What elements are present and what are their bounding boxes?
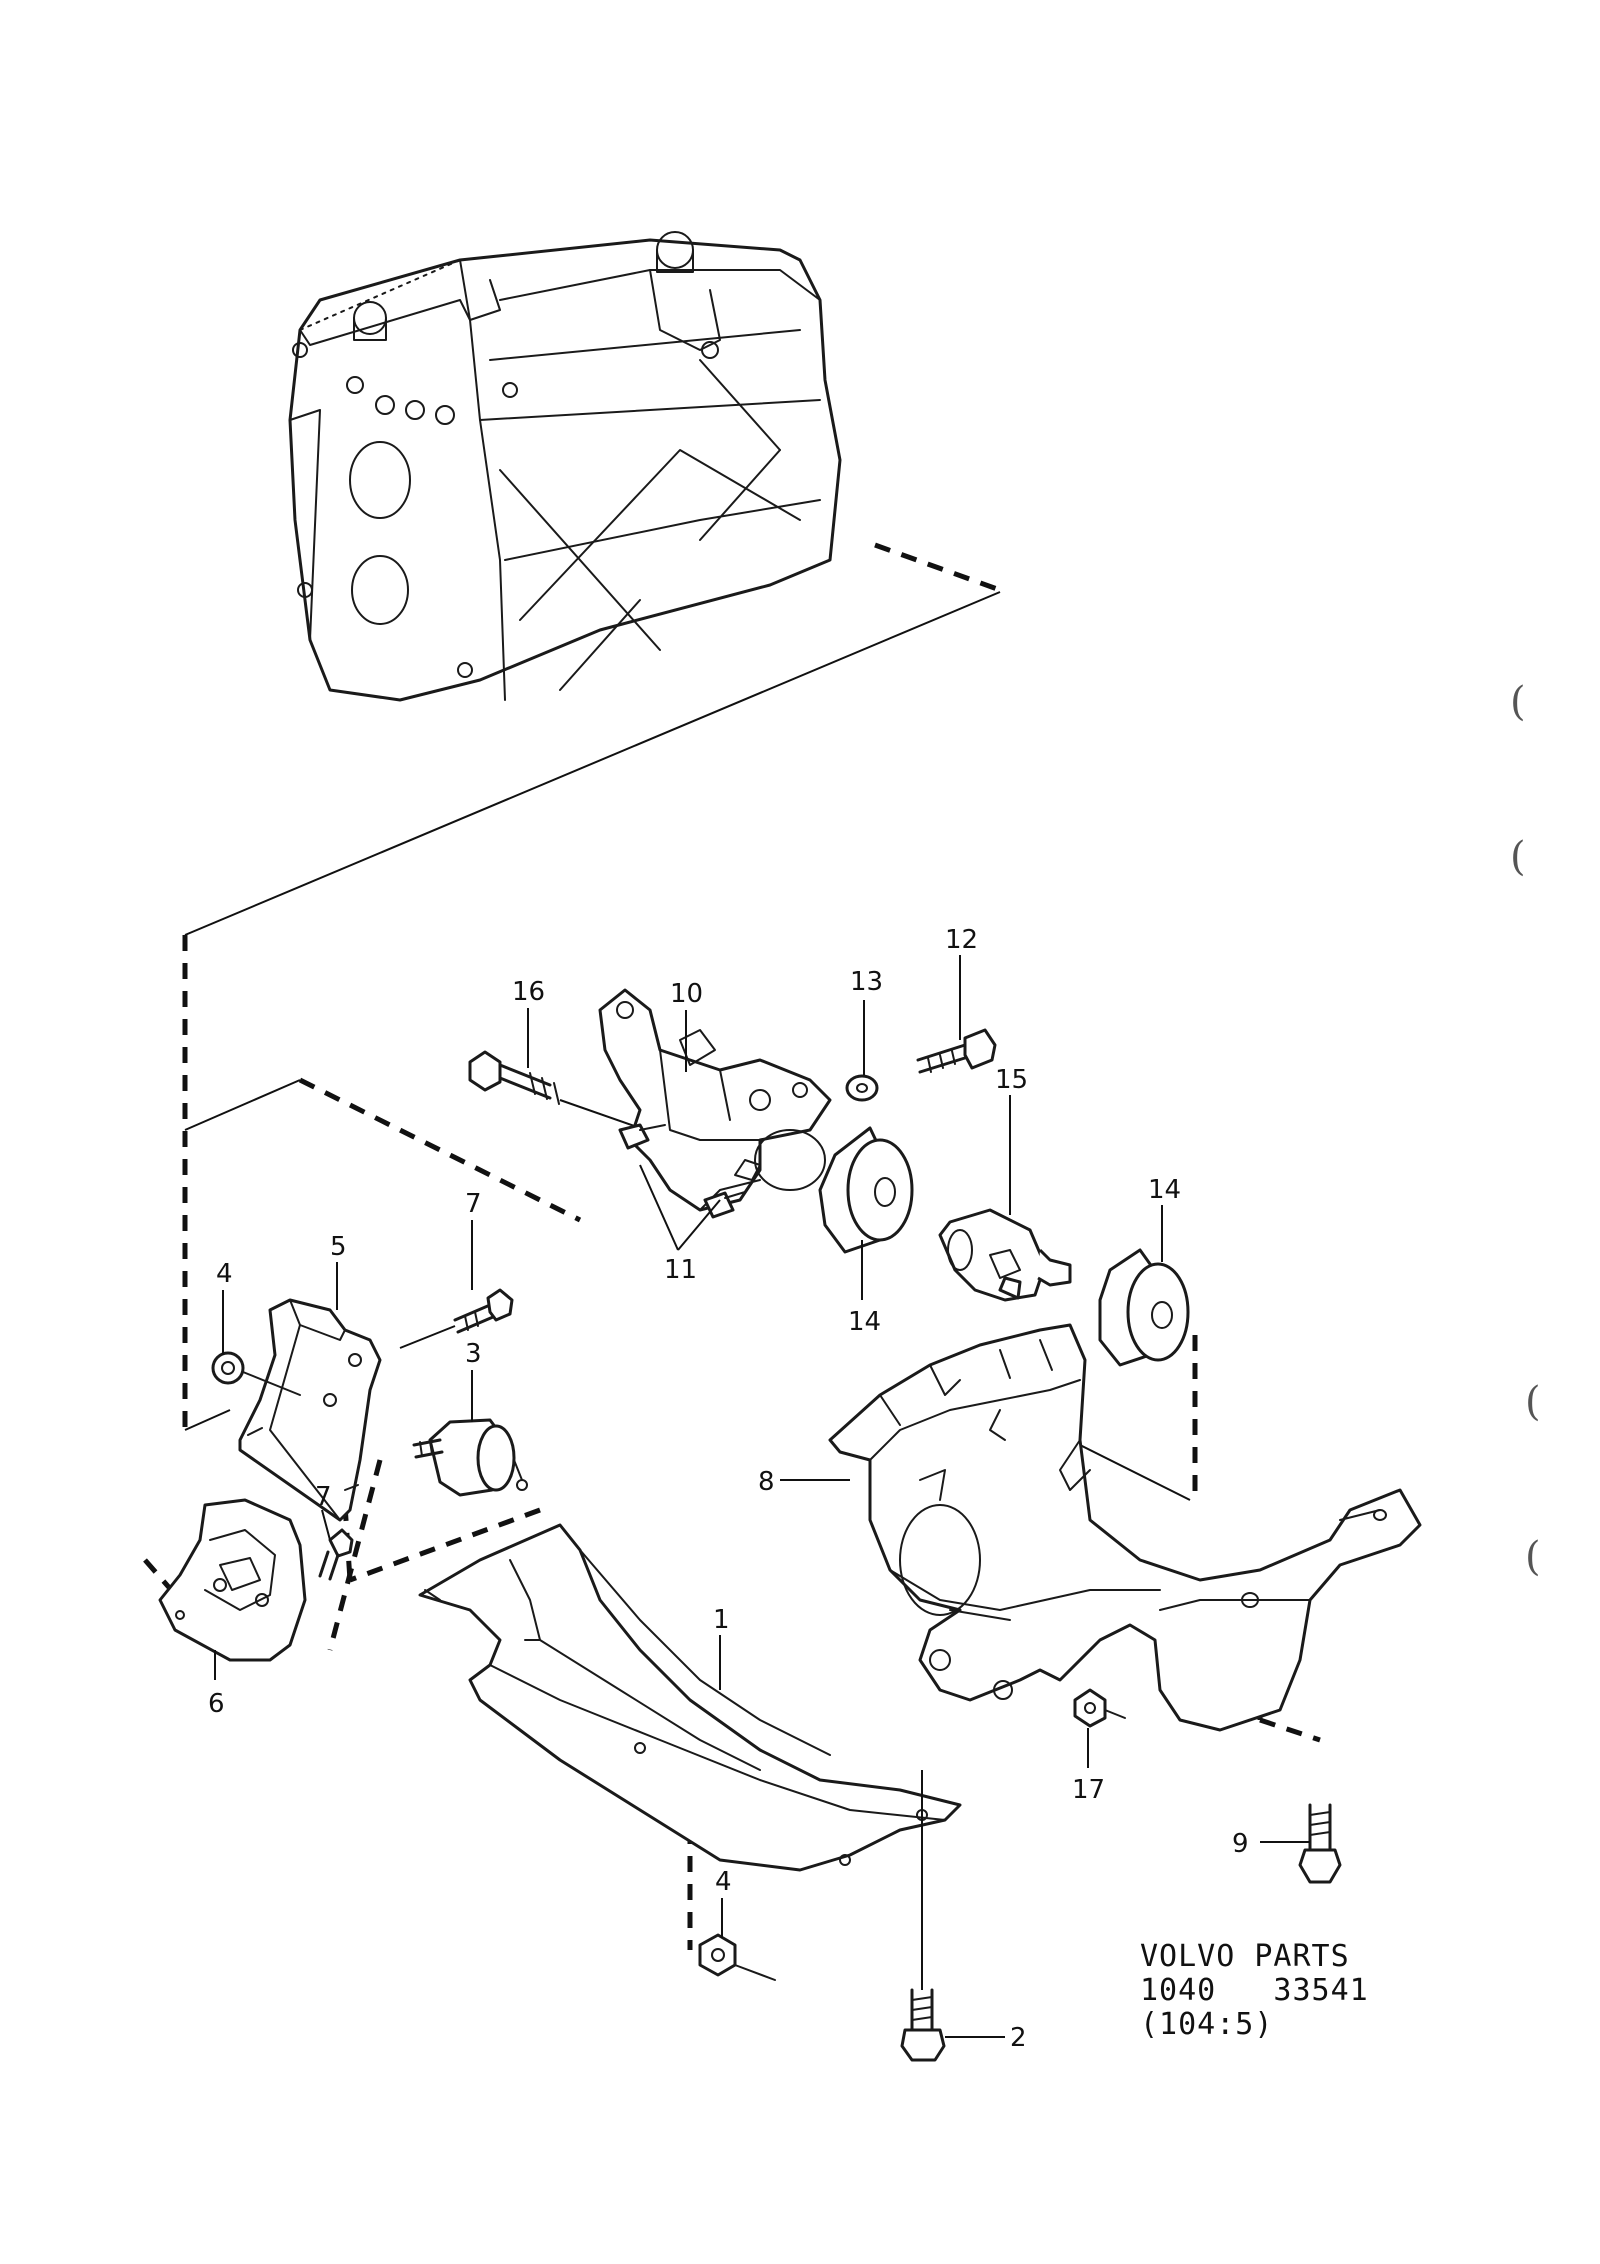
part-3-mount bbox=[412, 1418, 528, 1497]
part-9-bolt bbox=[1298, 1803, 1342, 1884]
stamp-line-1: VOLVO PARTS bbox=[1140, 1939, 1350, 1974]
callout-4-bottom: 4 bbox=[715, 1867, 732, 1897]
part-5-plate bbox=[238, 1298, 382, 1522]
callout-12: 12 bbox=[945, 925, 978, 955]
callout-16: 16 bbox=[512, 977, 545, 1007]
part-7-bolt-upper bbox=[399, 1288, 514, 1349]
callout-7-lower: 7 bbox=[315, 1482, 332, 1512]
callout-15: 15 bbox=[995, 1065, 1028, 1095]
part-10-bracket bbox=[598, 988, 832, 1212]
callout-1: 1 bbox=[713, 1605, 730, 1635]
part-2-bolt bbox=[900, 1770, 946, 2062]
callout-11: 11 bbox=[664, 1255, 697, 1285]
margin-mark: ( bbox=[1525, 1379, 1541, 1425]
callout-labels: 16 10 13 12 15 14 14 11 7 5 4 3 8 7 1 6 … bbox=[208, 925, 1249, 2053]
margin-mark: ( bbox=[1510, 679, 1526, 725]
callout-leaders bbox=[214, 955, 1310, 2038]
margin-marks: ( ( ( ( bbox=[1510, 679, 1541, 1580]
callout-9: 9 bbox=[1232, 1829, 1249, 1859]
callout-2: 2 bbox=[1010, 2023, 1027, 2053]
callout-17: 17 bbox=[1072, 1775, 1105, 1805]
callout-10: 10 bbox=[670, 979, 703, 1009]
callout-8: 8 bbox=[758, 1467, 775, 1497]
part-6-bracket bbox=[158, 1498, 307, 1662]
callout-6: 6 bbox=[208, 1689, 225, 1719]
callout-4-left: 4 bbox=[216, 1259, 233, 1289]
margin-mark: ( bbox=[1510, 834, 1526, 880]
part-14-bushing-left bbox=[818, 1126, 914, 1254]
gearbox-housing bbox=[288, 231, 842, 702]
part-15-center-bushing bbox=[938, 1208, 1072, 1302]
callout-14-left: 14 bbox=[848, 1307, 881, 1337]
part-12-bolt bbox=[916, 1028, 997, 1074]
part-4-nut-bottom bbox=[698, 1933, 776, 1981]
stamp-line-3: (104:5) bbox=[1140, 2007, 1274, 2042]
callout-13: 13 bbox=[850, 967, 883, 997]
part-8-crossmember bbox=[828, 1323, 1422, 1732]
part-17-nut bbox=[1073, 1688, 1126, 1728]
callout-7-upper: 7 bbox=[465, 1189, 482, 1219]
callout-3: 3 bbox=[465, 1339, 482, 1369]
part-4-nut-left bbox=[211, 1351, 301, 1396]
part-13-washer bbox=[845, 1074, 879, 1102]
part-16-bolt bbox=[468, 1050, 641, 1129]
callout-5: 5 bbox=[330, 1232, 347, 1262]
part-1-crossmember bbox=[418, 1523, 962, 1872]
callout-14-right: 14 bbox=[1148, 1175, 1181, 1205]
margin-mark: ( bbox=[1525, 1534, 1541, 1580]
part-7-bolt-lower bbox=[318, 1528, 354, 1581]
part-14-bushing-right bbox=[1098, 1248, 1190, 1367]
stamp-line-2: 1040 33541 bbox=[1140, 1973, 1369, 2008]
